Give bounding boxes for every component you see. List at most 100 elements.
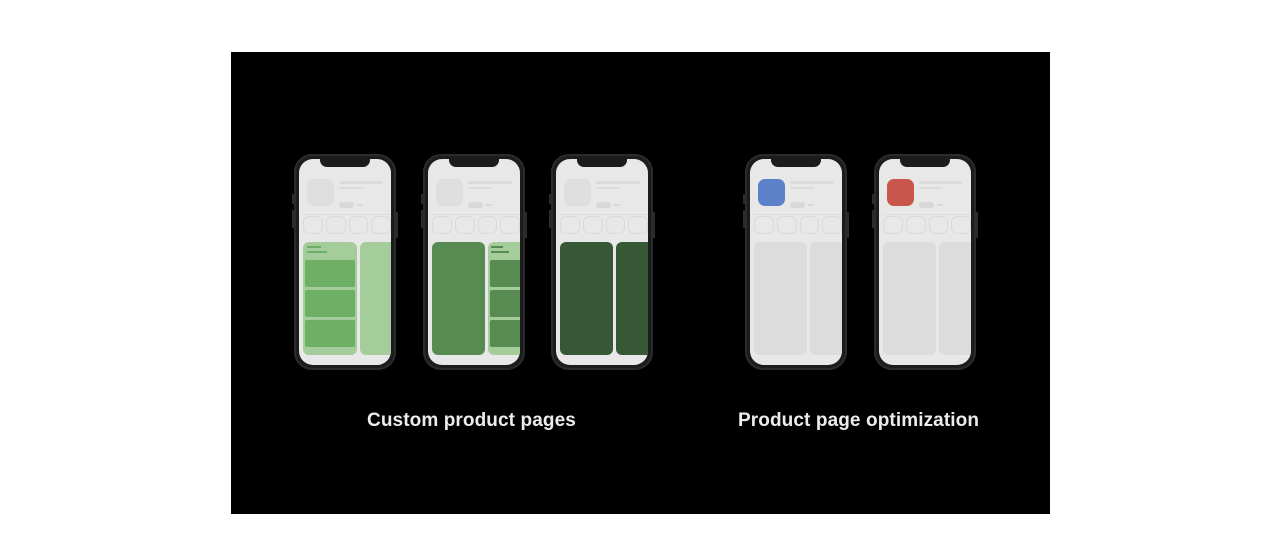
screenshot-card bbox=[939, 242, 971, 355]
divider bbox=[432, 214, 520, 215]
stat-pill bbox=[883, 216, 903, 234]
phone-screen bbox=[428, 159, 520, 365]
app-subtitle-placeholder bbox=[468, 187, 492, 189]
screenshot-carousel bbox=[883, 242, 971, 355]
get-button-placeholder bbox=[339, 202, 354, 208]
phone-notch bbox=[771, 159, 821, 167]
text-line bbox=[307, 246, 321, 248]
text-line bbox=[491, 246, 503, 248]
in-app-purchases-placeholder bbox=[937, 204, 943, 206]
side-button bbox=[653, 212, 655, 238]
divider bbox=[883, 214, 971, 215]
content-block bbox=[490, 260, 520, 287]
side-button bbox=[743, 194, 745, 204]
side-button bbox=[525, 212, 527, 238]
stat-pill bbox=[560, 216, 580, 234]
get-button-placeholder bbox=[790, 202, 805, 208]
app-subtitle-placeholder bbox=[339, 187, 363, 189]
get-button-placeholder bbox=[596, 202, 611, 208]
screenshot-card bbox=[560, 242, 613, 355]
phone-notch bbox=[449, 159, 499, 167]
stat-pill bbox=[303, 216, 323, 234]
content-block bbox=[305, 260, 355, 287]
side-button bbox=[549, 210, 551, 228]
stat-pill bbox=[928, 216, 949, 234]
screenshot-card bbox=[303, 242, 357, 355]
app-icon-red bbox=[887, 179, 914, 206]
text-line bbox=[491, 251, 509, 253]
stat-pill bbox=[454, 216, 475, 234]
screenshot-carousel bbox=[432, 242, 520, 355]
app-icon-placeholder bbox=[564, 179, 591, 206]
stat-pill bbox=[477, 216, 498, 234]
app-icon-placeholder bbox=[436, 179, 463, 206]
get-button-placeholder bbox=[919, 202, 934, 208]
text-line bbox=[307, 251, 327, 253]
ratings-row bbox=[303, 216, 391, 236]
screenshot-card bbox=[883, 242, 936, 355]
content-block bbox=[490, 290, 520, 317]
screenshot-card bbox=[616, 242, 648, 355]
screenshot-carousel bbox=[560, 242, 648, 355]
app-title-placeholder bbox=[596, 181, 640, 184]
in-app-purchases-placeholder bbox=[357, 204, 363, 206]
stat-pill bbox=[822, 216, 842, 234]
side-button bbox=[292, 210, 294, 228]
presentation-slide: Custom product pages Product page optimi… bbox=[231, 52, 1050, 514]
app-subtitle-placeholder bbox=[596, 187, 620, 189]
stat-pill bbox=[500, 216, 520, 234]
stat-pill bbox=[432, 216, 452, 234]
phone-notch bbox=[320, 159, 370, 167]
stat-pill bbox=[371, 216, 391, 234]
section-label-product-page-optimization: Product page optimization bbox=[738, 410, 980, 431]
in-app-purchases-placeholder bbox=[486, 204, 492, 206]
side-button bbox=[872, 210, 874, 228]
ratings-row bbox=[432, 216, 520, 236]
app-title-placeholder bbox=[468, 181, 512, 184]
side-button bbox=[976, 212, 978, 238]
screenshot-carousel bbox=[303, 242, 391, 355]
app-icon-blue bbox=[758, 179, 785, 206]
phone-mockup-light-green bbox=[292, 154, 398, 370]
side-button bbox=[396, 212, 398, 238]
phone-mockup-medium-green bbox=[421, 154, 527, 370]
in-app-purchases-placeholder bbox=[808, 204, 814, 206]
screenshot-card bbox=[432, 242, 485, 355]
get-button-placeholder bbox=[468, 202, 483, 208]
side-button bbox=[292, 194, 294, 204]
stat-pill bbox=[605, 216, 626, 234]
app-subtitle-placeholder bbox=[919, 187, 943, 189]
screenshot-carousel bbox=[754, 242, 842, 355]
side-button bbox=[847, 212, 849, 238]
phone-screen bbox=[299, 159, 391, 365]
content-block bbox=[305, 290, 355, 317]
app-icon-placeholder bbox=[307, 179, 334, 206]
phone-mockup-blue-icon bbox=[743, 154, 849, 370]
stat-pill bbox=[776, 216, 797, 234]
app-title-placeholder bbox=[790, 181, 834, 184]
screenshot-card bbox=[810, 242, 842, 355]
app-title-placeholder bbox=[919, 181, 963, 184]
phone-mockup-red-icon bbox=[872, 154, 978, 370]
content-block bbox=[490, 320, 520, 347]
stat-pill bbox=[628, 216, 648, 234]
side-button bbox=[421, 194, 423, 204]
phone-screen bbox=[750, 159, 842, 365]
phone-mockup-dark-green bbox=[549, 154, 655, 370]
screenshot-card bbox=[488, 242, 520, 355]
phone-screen bbox=[879, 159, 971, 365]
stat-pill bbox=[951, 216, 971, 234]
phone-screen bbox=[556, 159, 648, 365]
stat-pill bbox=[754, 216, 774, 234]
divider bbox=[754, 214, 842, 215]
divider bbox=[303, 214, 391, 215]
section-label-custom-product-pages: Custom product pages bbox=[367, 410, 576, 431]
phone-notch bbox=[900, 159, 950, 167]
phone-notch bbox=[577, 159, 627, 167]
side-button bbox=[872, 194, 874, 204]
ratings-row bbox=[754, 216, 842, 236]
side-button bbox=[743, 210, 745, 228]
content-block bbox=[305, 320, 355, 347]
ratings-row bbox=[560, 216, 648, 236]
stat-pill bbox=[799, 216, 820, 234]
